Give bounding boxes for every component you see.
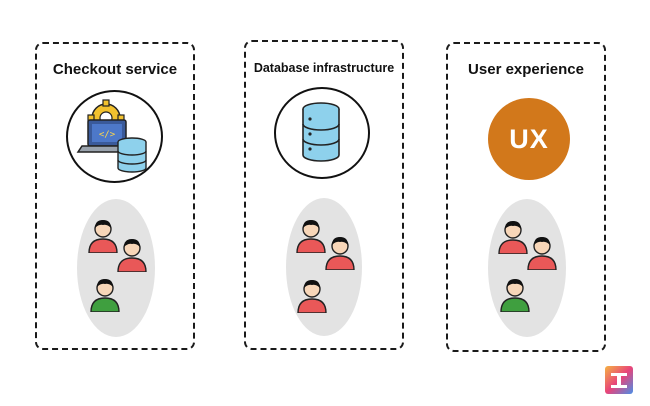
- database-icon: [274, 87, 370, 179]
- ux-badge-icon: UX: [488, 98, 570, 180]
- team-title: Database infrastructure: [253, 61, 395, 75]
- team-title: Checkout service: [52, 61, 178, 78]
- person-icon-red: [86, 217, 120, 258]
- person-icon-red: [294, 217, 328, 258]
- team-card-ux: User experience UX: [446, 42, 606, 352]
- person-icon-red: [295, 277, 329, 318]
- person-icon-red: [115, 236, 149, 277]
- brand-logo-icon: [604, 365, 634, 400]
- team-title: User experience: [468, 61, 584, 78]
- team-card-database: Database infrastructure: [244, 40, 404, 350]
- person-icon-red: [323, 234, 357, 275]
- person-icon-green: [88, 276, 122, 317]
- svg-text:</>: </>: [99, 130, 116, 140]
- team-card-checkout: Checkout service </>: [35, 42, 195, 350]
- ux-badge-text: UX: [509, 123, 549, 154]
- person-icon-red: [525, 234, 559, 275]
- person-icon-red: [496, 218, 530, 259]
- laptop-code-database-icon: </>: [66, 90, 163, 183]
- person-icon-green: [498, 276, 532, 317]
